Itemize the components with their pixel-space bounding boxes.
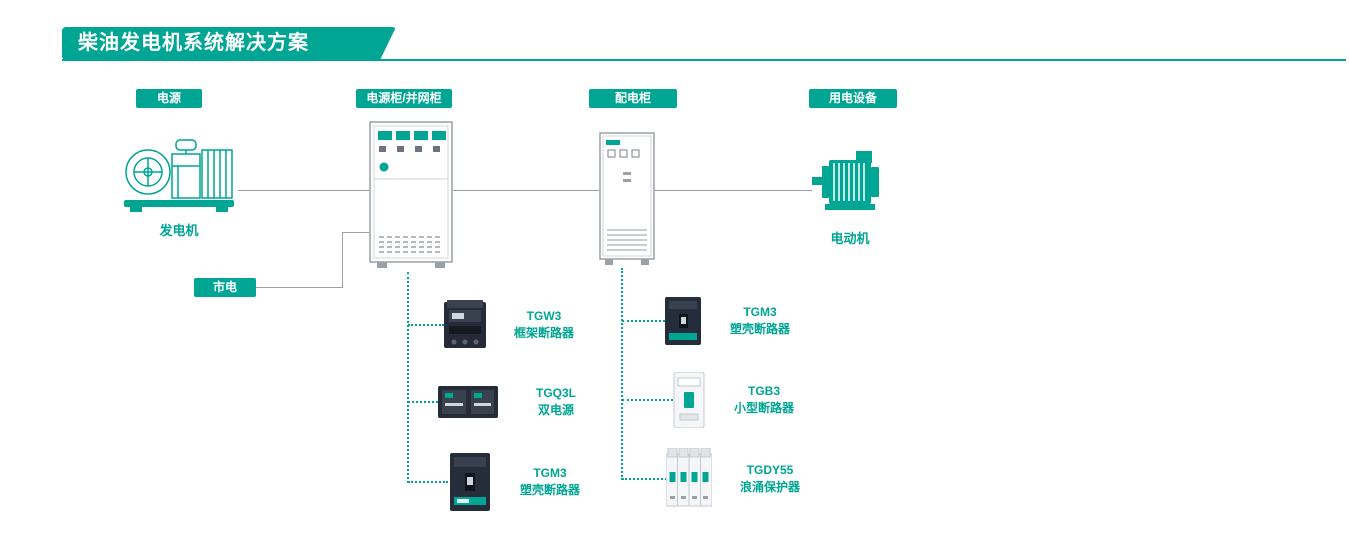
product-tgw3: TGW3 框架断路器 (444, 300, 588, 350)
product-tgm3-left: TGM3 塑壳断路器 (448, 453, 594, 511)
product-model: TGM3 (743, 305, 777, 320)
product-tgb3-label: TGB3 小型断路器 (720, 383, 808, 417)
badge-equipment: 用电设备 (809, 89, 897, 108)
product-model: TGB3 (747, 384, 780, 399)
product-name: 双电源 (537, 403, 574, 417)
product-tgm3-right: TGM3 塑壳断路器 (664, 297, 804, 345)
badge-mains: 市电 (194, 278, 256, 297)
dotted-branch-tgm3-right (622, 320, 665, 322)
motor-illustration-icon (812, 151, 879, 210)
power-cabinet-illustration-icon (369, 121, 453, 268)
product-model: TGDY55 (746, 463, 794, 478)
product-model: TGM3 (533, 466, 567, 481)
generator-caption: 发电机 (159, 223, 199, 238)
header-divider (62, 59, 1346, 61)
tgw3-product-image (444, 300, 486, 348)
product-tgdy55-label: TGDY55 浪涌保护器 (726, 462, 814, 496)
tgm3-left-product-image (450, 453, 490, 511)
product-tgq3l-label: TGQ3L 双电源 (512, 385, 600, 419)
dotted-branch-tgdy55 (622, 478, 667, 480)
tgb3-product-image (673, 372, 705, 428)
connector-power-cabinet-to-distribution (453, 190, 599, 191)
distribution-cabinet-illustration-icon (599, 132, 655, 265)
product-tgm3-right-label: TGM3 塑壳断路器 (716, 304, 804, 338)
dotted-trunk-distribution-cabinet (621, 268, 623, 480)
product-tgq3l: TGQ3L 双电源 (438, 383, 600, 421)
title-banner: 柴油发电机系统解决方案 (62, 27, 396, 60)
connector-mains-horizontal (256, 287, 342, 288)
tgq3l-product-image (438, 386, 498, 418)
product-name: 框架断路器 (513, 326, 574, 340)
product-model: TGQ3L (535, 386, 576, 401)
tgm3-right-product-image (665, 297, 701, 345)
product-name: 浪涌保护器 (739, 480, 800, 494)
badge-power-source: 电源 (136, 89, 202, 108)
connector-generator-to-power-cabinet (238, 190, 369, 191)
dotted-branch-tgw3 (408, 324, 444, 326)
generator-illustration-icon (124, 139, 234, 212)
connector-mains-to-cabinet (342, 232, 369, 233)
product-name: 塑壳断路器 (729, 322, 790, 336)
product-tgw3-label: TGW3 框架断路器 (500, 308, 588, 342)
connector-distribution-to-motor (655, 190, 812, 191)
product-tgdy55: TGDY55 浪涌保护器 (666, 448, 814, 510)
product-tgm3-left-label: TGM3 塑壳断路器 (506, 465, 594, 499)
title-banner-background (62, 27, 396, 60)
product-model: TGW3 (526, 309, 562, 324)
motor-caption: 电动机 (830, 231, 870, 246)
badge-distribution-cabinet: 配电柜 (589, 89, 677, 108)
connector-mains-vertical (342, 232, 343, 288)
dotted-branch-tgb3 (622, 399, 673, 401)
product-tgb3: TGB3 小型断路器 (672, 372, 808, 428)
dotted-branch-tgm3-left (408, 481, 448, 483)
badge-power-cabinet: 电源柜/并网柜 (356, 89, 452, 108)
page-title: 柴油发电机系统解决方案 (78, 32, 309, 54)
dotted-trunk-power-cabinet (407, 272, 409, 483)
product-name: 小型断路器 (733, 401, 794, 415)
product-name: 塑壳断路器 (519, 483, 580, 497)
dotted-branch-tgq3l (408, 401, 438, 403)
tgdy55-product-image (666, 448, 712, 507)
